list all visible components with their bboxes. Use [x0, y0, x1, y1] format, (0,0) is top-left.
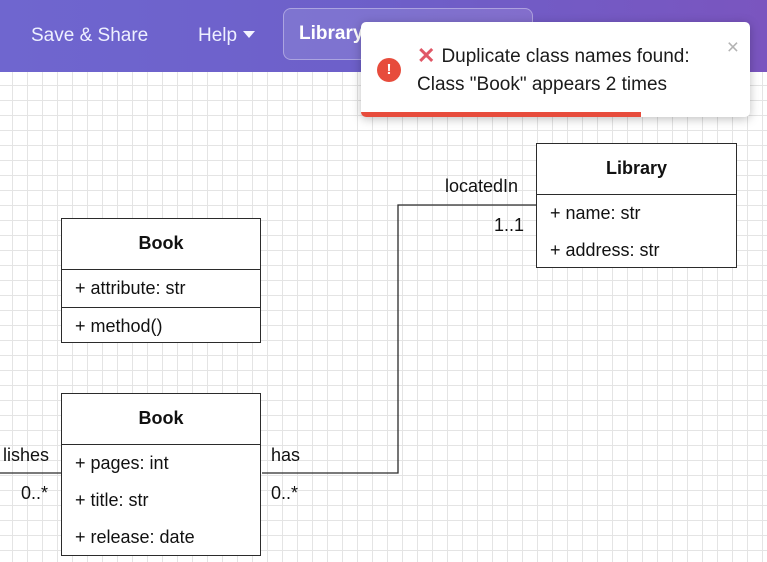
association-lines: [0, 204, 537, 474]
toast-progress-bar: [361, 112, 642, 117]
edge-label-has: has: [271, 445, 301, 465]
library-tab-label: Library: [299, 23, 364, 44]
close-icon[interactable]: ×: [726, 36, 739, 59]
class-attribute: + release: date: [75, 527, 195, 547]
diagram-canvas[interactable]: Book + attribute: str + method() Book + …: [0, 72, 767, 562]
save-share-label: Save & Share: [31, 25, 149, 46]
class-attribute: + attribute: str: [62, 270, 260, 308]
save-share-menu[interactable]: Save & Share: [31, 0, 148, 72]
multiplicity-located-in: 1..1: [494, 215, 525, 235]
error-icon: !: [377, 58, 401, 82]
help-menu[interactable]: Help: [198, 0, 256, 72]
class-attribute: + pages: int: [75, 453, 169, 473]
class-name: Book: [62, 394, 260, 445]
class-name: Library: [537, 144, 736, 195]
help-label: Help: [198, 25, 238, 46]
class-name: Book: [62, 219, 260, 270]
class-book-1[interactable]: Book + attribute: str + method(): [61, 218, 261, 343]
chevron-down-icon: [243, 31, 256, 38]
multiplicity-publishes: 0..*: [21, 483, 49, 503]
class-attribute: + address: str: [550, 240, 660, 260]
toast-title: ✕Duplicate class names found:: [417, 43, 690, 69]
error-toast[interactable]: ! ✕Duplicate class names found: Class "B…: [361, 22, 750, 117]
cross-mark-icon: ✕: [417, 43, 436, 68]
class-book-2[interactable]: Book + pages: int + title: str + release…: [61, 393, 261, 556]
class-library[interactable]: Library + name: str + address: str: [536, 143, 737, 268]
multiplicity-has: 0..*: [271, 483, 299, 503]
toast-title-text: Duplicate class names found:: [441, 46, 690, 67]
class-method: + method(): [75, 316, 163, 336]
edge-label-located-in: locatedIn: [445, 176, 519, 196]
toast-message: Class "Book" appears 2 times: [417, 74, 668, 95]
edge-label-publishes: lishes: [3, 445, 50, 465]
class-attribute: + name: str: [550, 203, 641, 223]
class-attribute: + title: str: [75, 490, 149, 510]
association-line-located-in-has[interactable]: [262, 204, 537, 474]
